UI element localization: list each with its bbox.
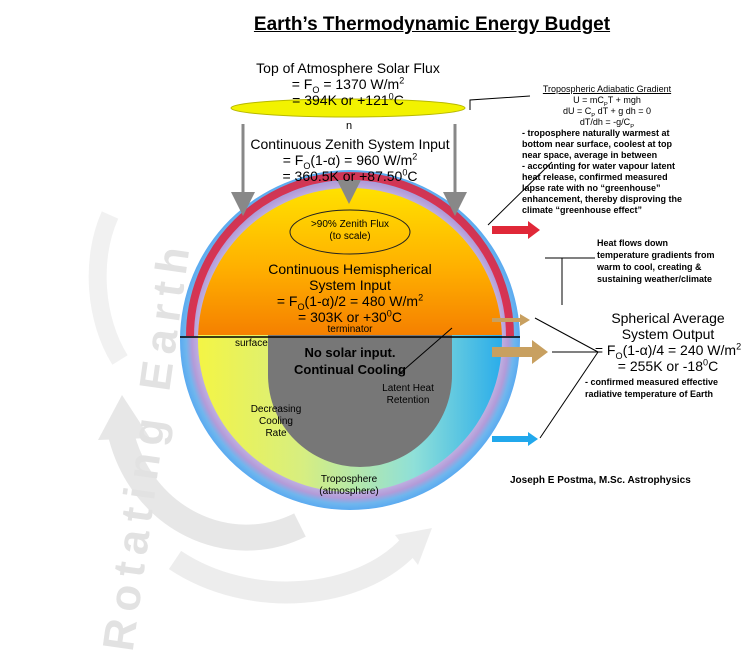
decreasing-cooling-label: Decreasing Cooling Rate — [250, 404, 302, 439]
output-arrows — [492, 221, 548, 446]
rotation-arrows-icon — [88, 211, 432, 604]
continual-cooling-label: No solar input. Continual Cooling — [294, 345, 406, 377]
zenith-arrow-mark: n — [345, 120, 353, 132]
heating-band — [186, 172, 514, 337]
sun-disc — [230, 98, 466, 118]
spherical-output-label: Spherical Average System Output = FO(1-α… — [594, 310, 742, 374]
energy-budget-diagram: Rotating Earth Earth’s Thermodynamic Ene… — [88, 14, 742, 654]
zenith-flux-label: >90% Zenith Flux (to scale) — [310, 219, 390, 242]
page-title: Earth’s Thermodynamic Energy Budget — [253, 14, 611, 35]
diagram-graphics — [88, 95, 599, 604]
leader-lines — [397, 95, 599, 439]
heat-flow-note: Heat flows down temperature gradients fr… — [597, 238, 715, 284]
hemisphere-input-label: Continuous Hemispherical System Input = … — [268, 261, 432, 325]
top-flux-label: Top of Atmosphere Solar Flux = FO = 1370… — [256, 60, 440, 108]
spherical-output-note: - confirmed measured effective radiative… — [585, 377, 719, 399]
solar-input-arrows — [231, 124, 467, 216]
surface-label: surface — [235, 338, 268, 349]
adiabatic-gradient-note: Tropospheric Adiabatic Gradient U = mCPT… — [522, 84, 683, 215]
troposphere-label: Troposphere (atmosphere) — [319, 474, 379, 497]
author-credit: Joseph E Postma, M.Sc. Astrophysics — [510, 475, 691, 486]
latent-heat-label: Latent Heat Retention — [382, 383, 434, 406]
zenith-input-label: Continuous Zenith System Input = FO(1-α)… — [250, 136, 450, 184]
terminator-label: terminator — [327, 324, 373, 335]
zenith-flux-ellipse — [289, 209, 411, 255]
